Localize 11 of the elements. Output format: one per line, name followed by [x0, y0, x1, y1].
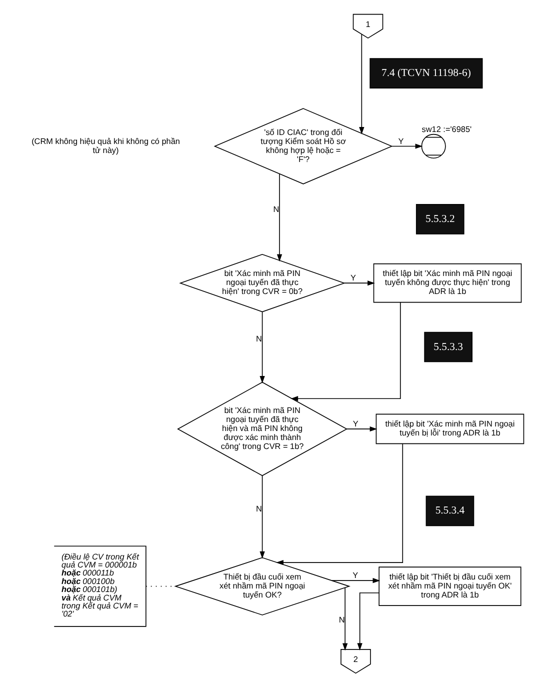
- edge-label: N: [256, 504, 262, 514]
- edge-label: Y: [398, 136, 404, 146]
- edge-label: N: [272, 204, 279, 214]
- node-text: (Điều lệ CV trong Kết quả CVM = 000001b hoặc 000011b hoặc 000100b hoặc 000101b) và Kết quả CVM trong Kết quả CVM = '02': [61, 552, 138, 619]
- edge-label: Y: [352, 571, 358, 580]
- edge-label: N: [256, 334, 262, 344]
- label: (CRM không hiệu quả khi không có phần tử này): [31, 136, 180, 155]
- edge-label: Y: [352, 420, 358, 428]
- edge-label: N: [338, 615, 344, 624]
- node-label: sw12 :='6985': [421, 124, 472, 134]
- edge-label: Y: [350, 274, 356, 283]
